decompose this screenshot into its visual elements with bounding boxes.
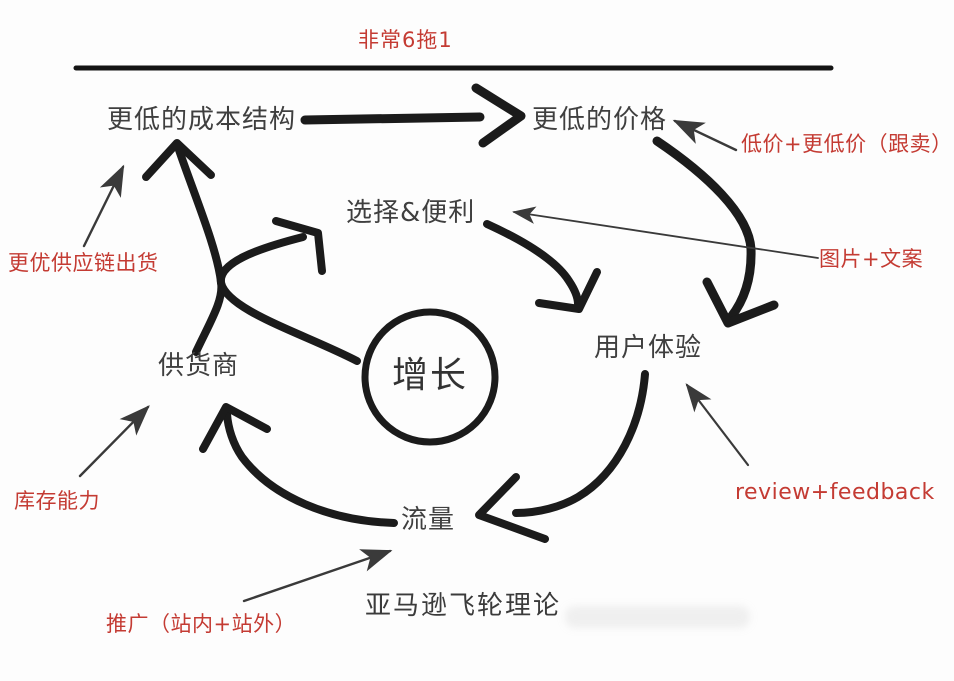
node-growth: 增长 <box>392 355 469 396</box>
node-supplier: 供货商 <box>158 351 240 381</box>
diagram-title: 非常6拖1 <box>358 28 453 52</box>
node-price: 更低的价格 <box>532 105 668 135</box>
arrow-supply-chain-annotation <box>82 164 125 248</box>
arrow-growth-to-selection-head <box>272 217 326 275</box>
arrow-growth-to-selection-shaft <box>216 233 361 365</box>
annotation-inventory: 库存能力 <box>14 489 100 513</box>
arrow-traffic-to-supplier-head <box>199 403 271 453</box>
node-traffic: 流量 <box>401 505 456 535</box>
annotation-image-copy: 图片+文案 <box>819 247 924 271</box>
growth-circle <box>361 308 499 446</box>
arrow-supplier-to-cost-head <box>142 139 215 181</box>
node-cost-structure: 更低的成本结构 <box>107 105 297 135</box>
arrow-supplier-to-cost-shaft <box>175 146 226 356</box>
arrow-inventory-annotation <box>78 405 150 478</box>
annotation-review-feedback: review+feedback <box>735 480 935 505</box>
arrow-ux-to-traffic-shaft <box>512 370 649 517</box>
arrow-traffic-to-supplier-shaft <box>223 410 398 527</box>
annotation-supply-chain: 更优供应链出货 <box>8 251 159 275</box>
diagram-caption: 亚马逊飞轮理论 <box>365 591 562 621</box>
arrow-ux-to-traffic-head <box>475 473 549 543</box>
arrow-review-feedback-annotation <box>685 383 750 467</box>
arrow-price-to-ux-head <box>702 277 779 328</box>
arrow-selection-to-ux-shaft <box>483 220 582 308</box>
annotation-follow-sell: 低价+更低价（跟卖） <box>741 132 953 156</box>
arrow-price-to-ux-shaft <box>652 136 756 322</box>
node-user-experience: 用户体验 <box>594 333 703 363</box>
arrow-selection-to-ux-head <box>535 268 601 313</box>
arrow-cost-to-price-head <box>471 83 526 148</box>
node-selection: 选择&便利 <box>346 198 476 228</box>
arrow-follow-sell-annotation <box>672 119 738 152</box>
arrow-promotion-annotation <box>242 549 393 603</box>
watermark-smudge <box>565 606 750 628</box>
arrow-image-copy-annotation <box>512 206 819 259</box>
arrow-cost-to-price-shaft <box>300 112 485 125</box>
annotation-promotion: 推广（站内+站外） <box>106 612 297 636</box>
